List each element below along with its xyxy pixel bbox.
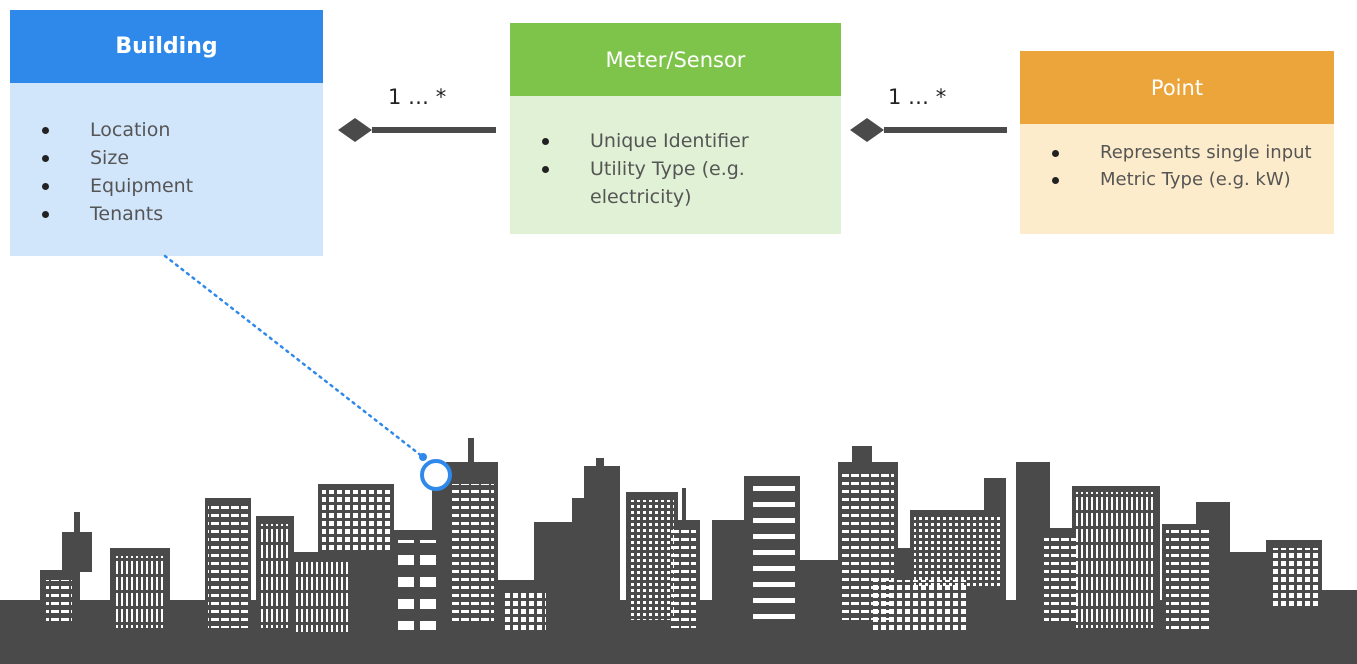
building-link-dotted-line bbox=[163, 254, 425, 459]
cardinality-label-meter-building: 1 … * bbox=[388, 85, 447, 109]
building-attr-tenants: Tenants bbox=[39, 200, 323, 228]
dotted-line-endpoint-icon bbox=[419, 453, 427, 461]
point-attributes: Represents single input Metric Type (e.g… bbox=[1020, 124, 1334, 234]
building-attributes: Location Size Equipment Tenants bbox=[10, 83, 323, 256]
connector-point-to-meter bbox=[850, 118, 1007, 142]
meter-attributes: Unique Identifier Utility Type (e.g. ele… bbox=[510, 96, 841, 234]
connector-meter-to-building bbox=[338, 118, 496, 142]
building-title: Building bbox=[10, 10, 323, 83]
meter-title: Meter/Sensor bbox=[510, 23, 841, 96]
point-title: Point bbox=[1020, 51, 1334, 124]
building-marker-icon bbox=[420, 459, 452, 491]
point-entity-box: Point Represents single input Metric Typ… bbox=[1020, 51, 1334, 234]
point-attr-metric-type: Metric Type (e.g. kW) bbox=[1049, 166, 1334, 193]
diamond-arrowhead-icon bbox=[338, 118, 372, 142]
building-attr-equipment: Equipment bbox=[39, 172, 323, 200]
meter-attr-utility-type: Utility Type (e.g. electricity) bbox=[539, 155, 841, 211]
diamond-arrowhead-icon bbox=[850, 118, 884, 142]
point-attr-input: Represents single input bbox=[1049, 139, 1334, 166]
cardinality-label-point-meter: 1 … * bbox=[888, 85, 947, 109]
meter-entity-box: Meter/Sensor Unique Identifier Utility T… bbox=[510, 23, 841, 234]
building-attr-location: Location bbox=[39, 116, 323, 144]
meter-attr-identifier: Unique Identifier bbox=[539, 127, 841, 155]
building-attr-size: Size bbox=[39, 144, 323, 172]
building-entity-box: Building Location Size Equipment Tenants bbox=[10, 10, 323, 256]
